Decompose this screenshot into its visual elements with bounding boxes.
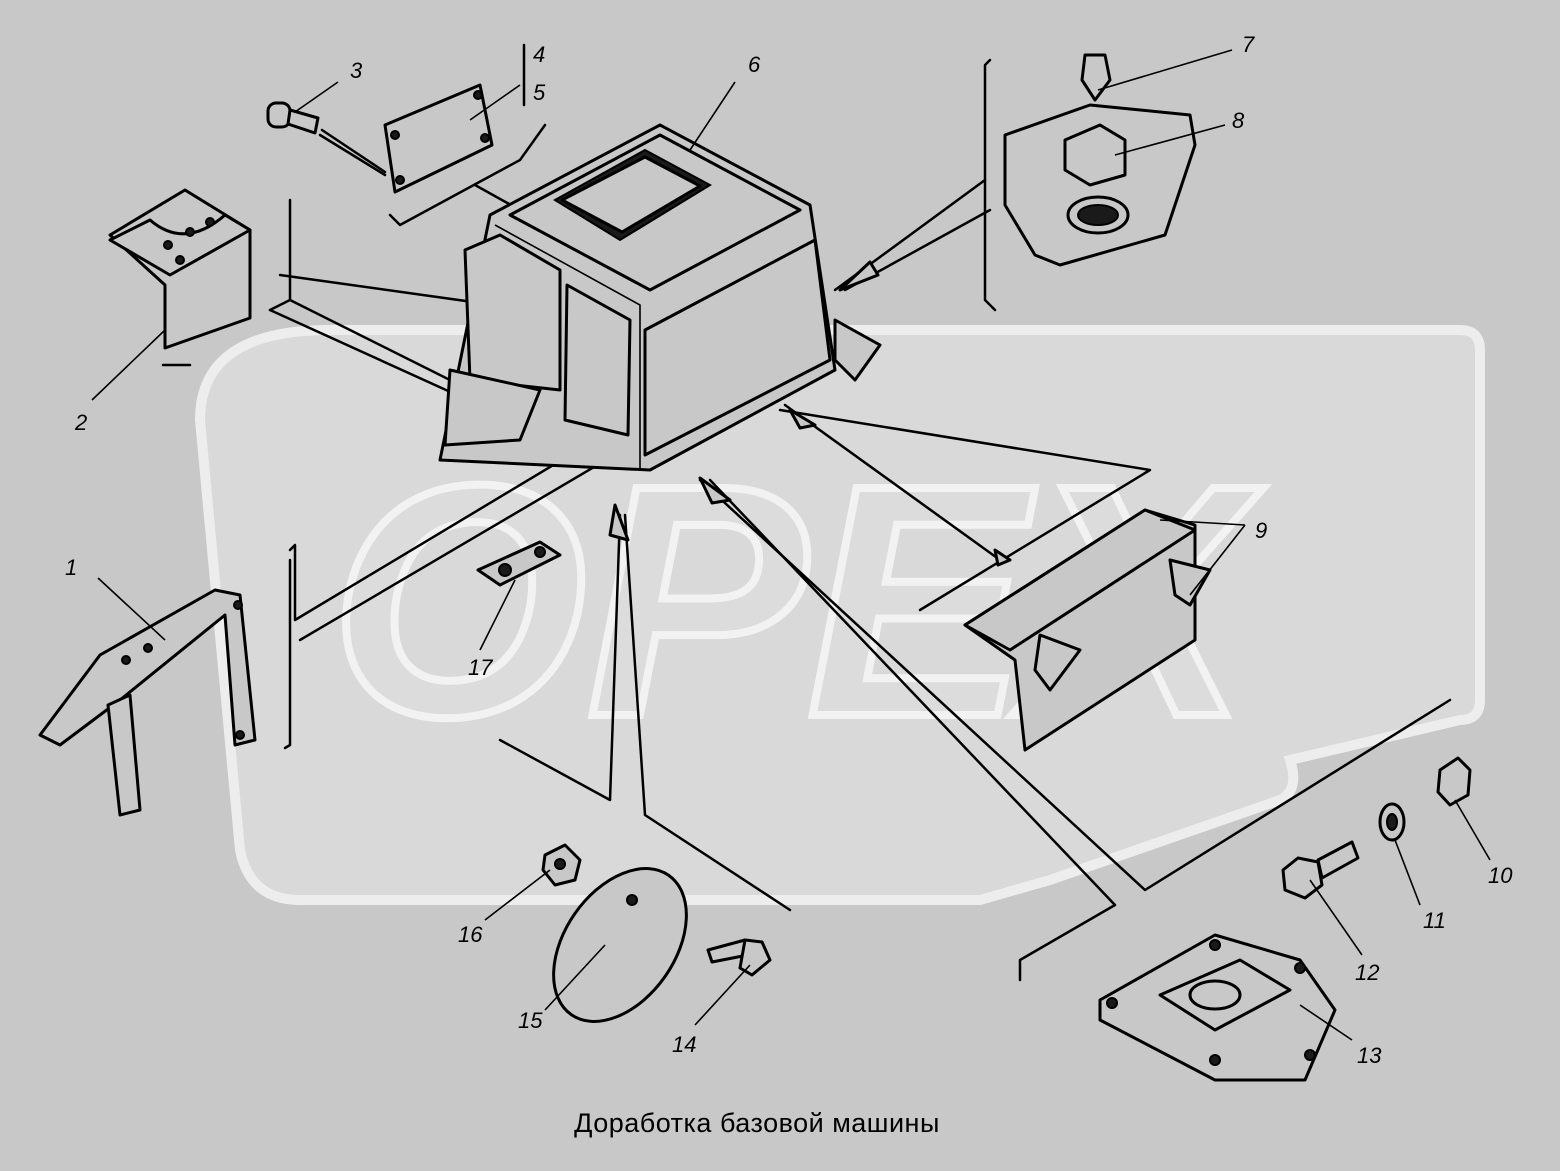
callout-7: 7 (1242, 32, 1255, 57)
part-7-8-cap (1003, 53, 1197, 267)
part-2-bracket (108, 188, 252, 350)
callout-12: 12 (1355, 960, 1379, 985)
callout-5: 5 (533, 80, 546, 105)
part-4-5-plate (383, 43, 526, 194)
callout-1: 1 (65, 555, 77, 580)
callout-15: 15 (518, 1008, 543, 1033)
callout-3: 3 (350, 58, 363, 83)
part-9-channel (963, 508, 1212, 752)
part-15-disc (552, 867, 688, 1023)
callout-8: 8 (1232, 108, 1245, 133)
part-3-bolt (266, 101, 387, 174)
callout-9: 9 (1255, 518, 1267, 543)
callout-17: 17 (468, 655, 493, 680)
callout-2: 2 (74, 410, 87, 435)
part-13-base-plate (1098, 933, 1337, 1082)
part-17-plate (476, 540, 562, 587)
callout-leaders (91, 49, 1491, 1041)
part-14-bolt (706, 938, 772, 977)
callout-10: 10 (1488, 863, 1513, 888)
callout-labels: 1 2 3 4 5 6 7 8 9 10 11 12 13 14 15 16 1… (65, 32, 1513, 1068)
part-11-washer (1378, 802, 1406, 842)
callout-13: 13 (1357, 1043, 1382, 1068)
part-10-nut (1436, 756, 1472, 807)
part-16-nut (541, 843, 582, 887)
callout-4: 4 (533, 42, 545, 67)
callout-16: 16 (458, 922, 483, 947)
callout-6: 6 (748, 52, 761, 77)
part-6-cab (438, 123, 882, 472)
diagram-caption: Доработка базовой машины (574, 1108, 940, 1138)
callout-14: 14 (672, 1032, 696, 1057)
callout-11: 11 (1423, 908, 1446, 933)
part-1-frame (38, 588, 257, 817)
part-12-bolt (1281, 840, 1360, 900)
